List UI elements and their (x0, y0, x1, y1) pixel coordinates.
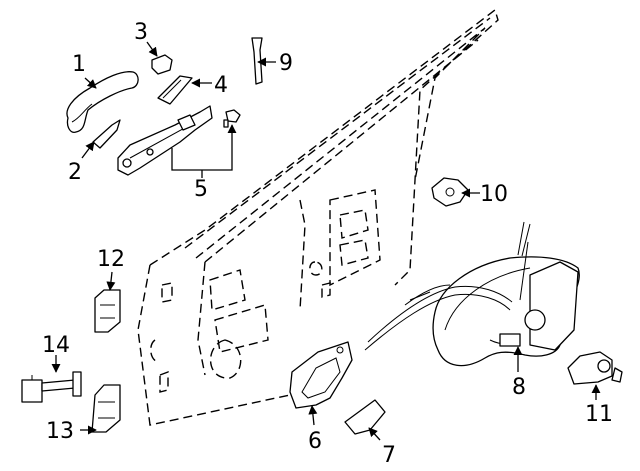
inside-handle (289, 341, 353, 409)
inside-handle-bezel (344, 399, 386, 435)
lock-cylinder (567, 351, 623, 385)
callout-6: 6 (308, 429, 322, 454)
outside-handle (66, 71, 139, 133)
callout-9: 9 (279, 51, 293, 76)
handle-frame (117, 105, 213, 176)
callout-14: 14 (42, 333, 70, 358)
callout-4: 4 (214, 73, 228, 98)
callout-8: 8 (512, 375, 526, 400)
door-check (21, 371, 82, 403)
handle-pad (157, 75, 193, 105)
callout-12: 12 (97, 247, 125, 272)
upper-hinge (94, 289, 121, 333)
callout-11: 11 (585, 402, 613, 427)
callout-2: 2 (68, 160, 82, 185)
leader-lines (51, 41, 601, 441)
lower-hinge (91, 384, 121, 433)
handle-cap (151, 54, 173, 75)
callout-13: 13 (46, 419, 74, 444)
callout-5: 5 (194, 177, 208, 202)
bolt (223, 109, 241, 128)
door-outline (137, 8, 499, 426)
striker (431, 177, 469, 207)
handle-escutcheon (92, 119, 121, 149)
callout-1: 1 (72, 52, 86, 77)
callout-3: 3 (134, 20, 148, 45)
rod (251, 37, 263, 85)
callout-10: 10 (480, 182, 508, 207)
door-latch (364, 221, 580, 367)
callout-7: 7 (382, 443, 396, 468)
